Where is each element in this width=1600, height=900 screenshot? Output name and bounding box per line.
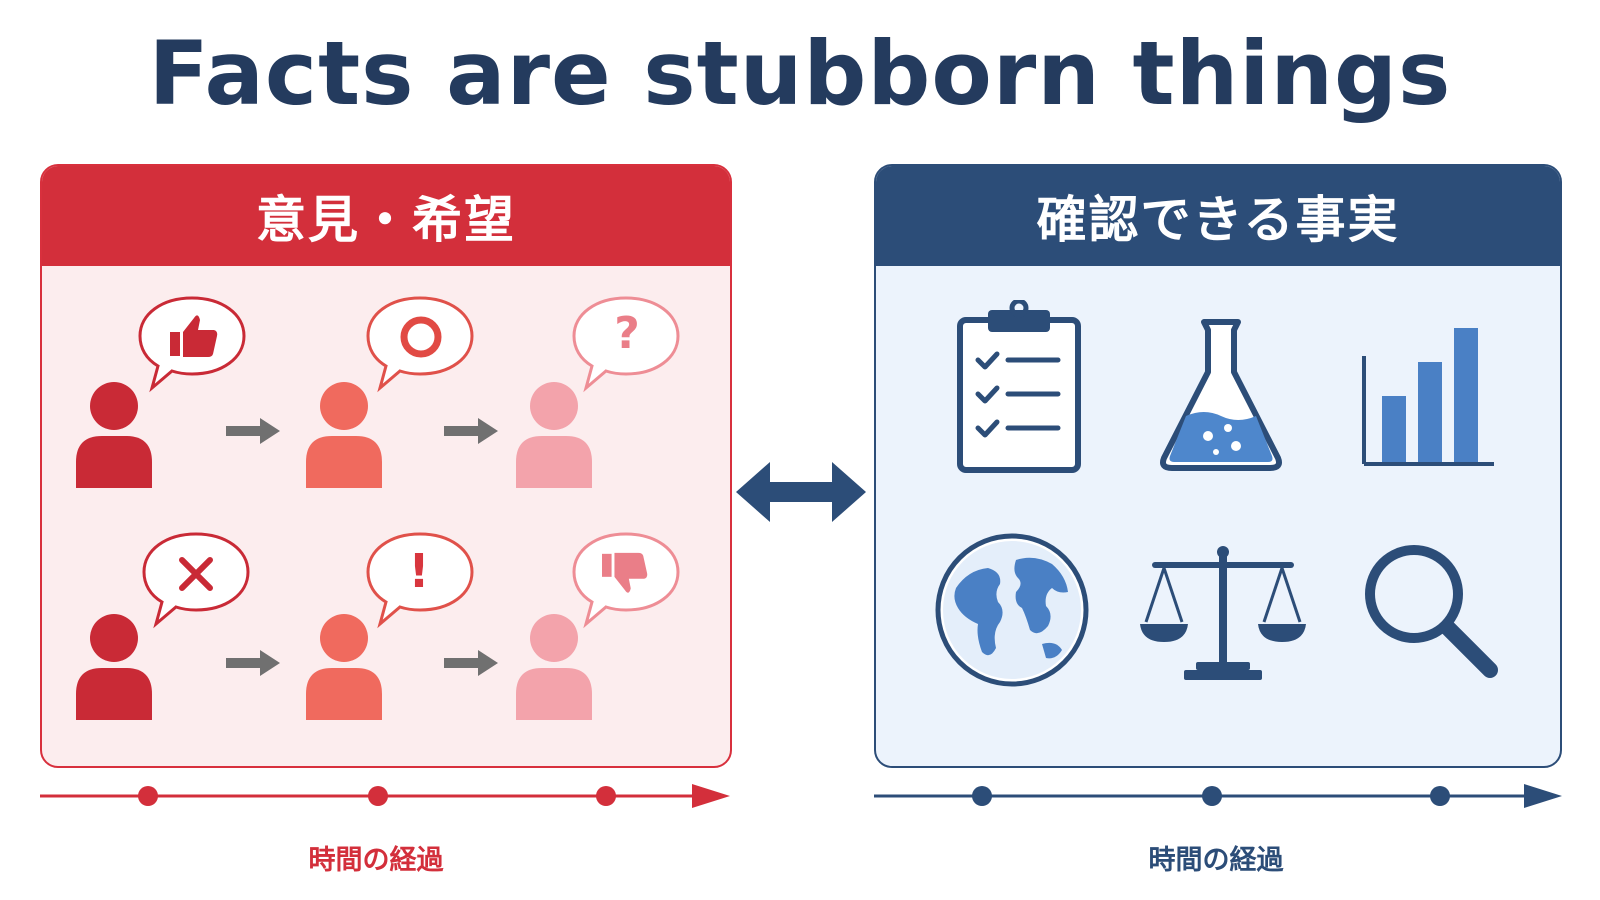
right-arrow-icon <box>444 418 498 444</box>
speech-bubble <box>366 296 474 393</box>
clipboard-checklist-icon <box>957 300 1081 473</box>
exclamation-icon: ! <box>408 544 430 598</box>
right-timeline-arrow <box>874 784 1562 808</box>
balance-scale-icon <box>1140 546 1306 680</box>
flask-icon <box>1160 319 1282 471</box>
person-icon <box>76 382 152 488</box>
left-timeline-label: 時間の経過 <box>308 845 444 876</box>
speech-bubble <box>366 532 474 629</box>
timeline-point <box>972 786 992 806</box>
right-arrow-icon <box>226 650 280 676</box>
right-arrow-icon <box>444 650 498 676</box>
person-icon <box>306 614 382 720</box>
left-timeline-arrow <box>40 784 730 808</box>
question-mark-icon: ? <box>614 308 640 359</box>
thumbs-down-icon <box>602 552 648 593</box>
speech-bubble <box>142 532 250 629</box>
globe-icon <box>935 533 1089 687</box>
person-icon <box>306 382 382 488</box>
opinions-panel: 意見・希望 ? <box>40 164 732 768</box>
person-icon <box>516 382 592 488</box>
x-mark-icon <box>179 557 213 591</box>
right-timeline-label: 時間の経過 <box>1148 845 1284 876</box>
opinions-panel-header: 意見・希望 <box>42 166 730 266</box>
timeline-point <box>368 786 388 806</box>
timeline-point <box>596 786 616 806</box>
person-icon <box>76 614 152 720</box>
facts-panel-header: 確認できる事実 <box>876 166 1560 266</box>
timeline-point <box>1202 786 1222 806</box>
double-arrow-icon <box>736 462 866 522</box>
magnifier-icon <box>1365 545 1498 678</box>
page-title: Facts are stubborn things <box>148 22 1452 125</box>
speech-bubble <box>572 296 680 393</box>
person-icon <box>516 614 592 720</box>
thumbs-up-icon <box>170 315 218 357</box>
facts-panel: 確認できる事実 <box>874 164 1562 768</box>
right-arrow-icon <box>226 418 280 444</box>
timeline-point <box>1430 786 1450 806</box>
circle-icon <box>400 316 442 358</box>
timeline-point <box>138 786 158 806</box>
bar-chart-icon <box>1362 328 1494 466</box>
